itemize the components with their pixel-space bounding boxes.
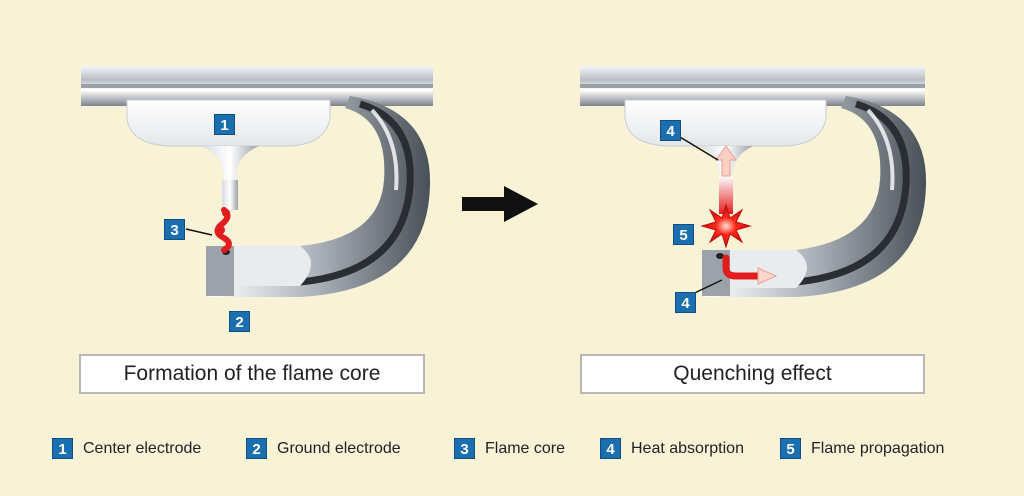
legend-label: Flame core: [485, 440, 566, 457]
left-spark-plug: [81, 66, 433, 297]
legend-badge: 5: [780, 438, 801, 459]
badge-ground-electrode: 2: [229, 311, 250, 332]
legend-label: Heat absorption: [631, 440, 744, 457]
legend-label: Center electrode: [83, 440, 202, 457]
legend-badge: 2: [246, 438, 267, 459]
right-spark-plug: [580, 66, 927, 298]
transition-arrow: [462, 186, 538, 222]
badge-heat-absorption-bottom: 4: [675, 292, 696, 313]
badge-flame-propagation: 5: [673, 224, 694, 245]
legend-badge: 4: [600, 438, 621, 459]
legend-label: Flame propagation: [811, 440, 945, 457]
badge-center-electrode: 1: [214, 114, 235, 135]
legend-badge: 3: [454, 438, 475, 459]
badge-heat-absorption-top: 4: [660, 120, 681, 141]
badge-flame-core: 3: [164, 219, 185, 240]
legend-label: Ground electrode: [277, 440, 401, 457]
caption-quenching: Quenching effect: [580, 354, 925, 394]
caption-formation: Formation of the flame core: [79, 354, 425, 394]
legend-badge: 1: [52, 438, 73, 459]
